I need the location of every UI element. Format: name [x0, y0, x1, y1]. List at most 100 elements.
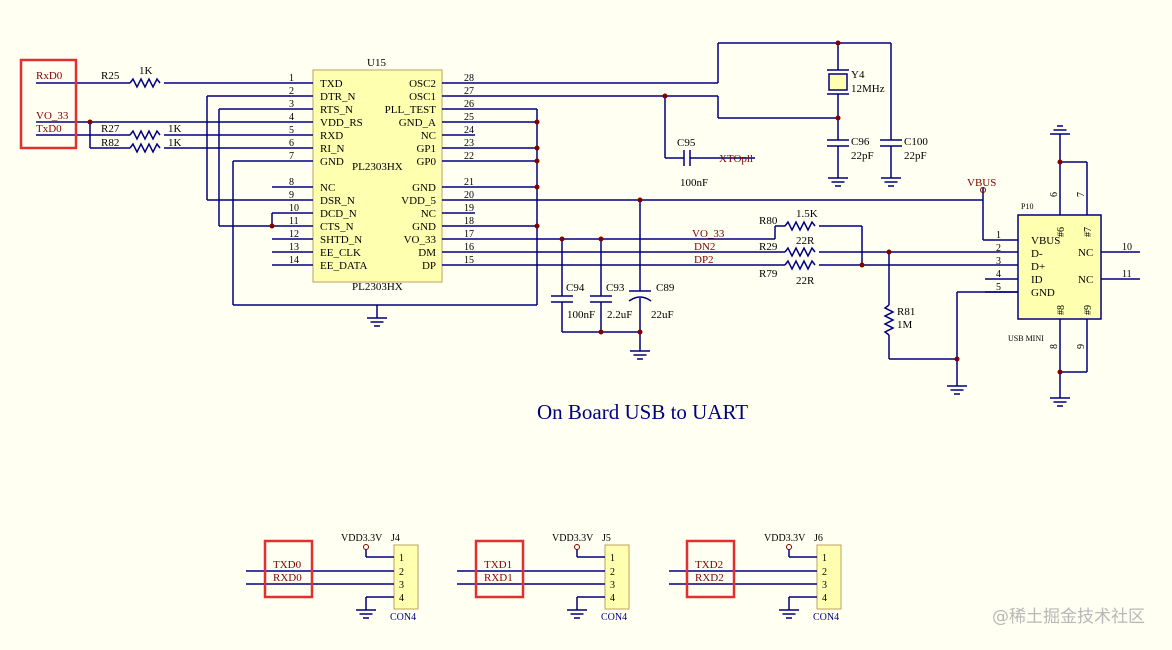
u15-pin-name: RXD [320, 130, 343, 142]
c89-ref: C89 [656, 282, 675, 294]
connector-pin-number: 4 [822, 593, 827, 604]
connector-pin-number: 4 [399, 593, 404, 604]
diagram-title: On Board USB to UART [537, 400, 748, 424]
connector-type: CON4 [813, 612, 839, 623]
u15-pin-name: GND [320, 156, 344, 168]
u15-pin-number: 20 [464, 190, 474, 201]
u15-pin-number: 7 [289, 151, 294, 162]
u15-pin-name: VO_33 [404, 234, 437, 246]
u15-pin-name: PLL_TEST [385, 104, 437, 116]
highlight-box [685, 539, 736, 599]
connector-pin-number: 3 [822, 580, 827, 591]
c100-ref: C100 [904, 136, 928, 148]
ground-icon [880, 171, 902, 187]
u15-pin-name: GP1 [416, 143, 436, 155]
u15-part-bottom: PL2303HX [352, 281, 403, 293]
r29-ref: R29 [759, 241, 778, 253]
usb-shield-6: 6 [1049, 192, 1060, 197]
p10-ref: P10 [1021, 202, 1033, 211]
usb-shield-7: 7 [1076, 192, 1087, 197]
r82-ref: R82 [101, 137, 119, 149]
connector-pin-number: 2 [610, 567, 615, 578]
net-txd0: TxD0 [36, 123, 62, 135]
u15-pin-name: GND [412, 221, 436, 233]
r80-ref: R80 [759, 215, 778, 227]
r79-value: 22R [796, 275, 815, 287]
left-wiring [36, 77, 537, 306]
usb-nc-11-num: 11 [1122, 269, 1132, 280]
connector-rx-net: RXD1 [484, 572, 513, 584]
u15-pin-number: 10 [289, 203, 299, 214]
usb-pin-name: VBUS [1031, 235, 1060, 247]
right-wiring [475, 42, 1018, 380]
u15-pin-name: RI_N [320, 143, 345, 155]
u15-pin-number: 5 [289, 125, 294, 136]
r29-value: 22R [796, 235, 815, 247]
highlight-box [474, 539, 525, 599]
u15-pin-number: 14 [289, 255, 299, 266]
net-rxd0: RxD0 [36, 70, 63, 82]
u15-pin-number: 6 [289, 138, 294, 149]
c100-value: 22pF [904, 150, 927, 162]
connector-pin-number: 3 [399, 580, 404, 591]
usb-pin-name: ID [1031, 274, 1043, 286]
c95-ref: C95 [677, 137, 696, 149]
u15-pin-name: DSR_N [320, 195, 355, 207]
u15-pin-number: 4 [289, 112, 294, 123]
ground-icon [366, 311, 388, 327]
u15-pin-name: OSC2 [409, 78, 436, 90]
usb-pin-name: GND [1031, 287, 1055, 299]
ground-icon [629, 344, 651, 360]
connector-rx-net: RXD0 [273, 572, 302, 584]
u15-pin-name: RTS_N [320, 104, 353, 116]
connector-tx-net: TXD2 [695, 559, 723, 571]
u15-pin-name: DP [422, 260, 436, 272]
u15-pin-name: DM [418, 247, 436, 259]
c94-value: 100nF [567, 309, 595, 321]
u15-pin-number: 19 [464, 203, 474, 214]
net-dp2: DP2 [694, 254, 714, 266]
u15-pin-number: 28 [464, 73, 474, 84]
u15-pin-name: DTR_N [320, 91, 356, 103]
ground-icon [778, 603, 800, 619]
net-xtopll: XTOpll [719, 153, 753, 165]
net-vo33-right: VO_33 [692, 228, 725, 240]
usb-pin-number: 1 [996, 230, 1001, 241]
left-junctions [87, 119, 275, 229]
r80-value: 1.5K [796, 208, 818, 220]
connector-vdd-label: VDD3.3V [552, 533, 594, 544]
u15-pin-number: 21 [464, 177, 474, 188]
connector-vdd-label: VDD3.3V [764, 533, 806, 544]
usb-nc-11-name: NC [1078, 274, 1093, 286]
ground-icon [827, 171, 849, 187]
u15-pin-number: 17 [464, 229, 474, 240]
connector-vdd-label: VDD3.3V [341, 533, 383, 544]
r25-value: 1K [139, 65, 153, 77]
r81-ref: R81 [897, 306, 915, 318]
vdd-port-icon [574, 544, 580, 550]
vdd-port-icon [363, 544, 369, 550]
connector-ref: J6 [814, 533, 823, 544]
u15-pin-name: DCD_N [320, 208, 357, 220]
connector-tx-net: TXD0 [273, 559, 302, 571]
usb-pin-number: 2 [996, 243, 1001, 254]
u15-pin-name: VDD_RS [320, 117, 363, 129]
y4-ref: Y4 [851, 69, 865, 81]
r81-value: 1M [897, 319, 913, 331]
ground-icon [355, 603, 377, 619]
usb-pin-number: 3 [996, 256, 1001, 267]
connector-pin-number: 3 [610, 580, 615, 591]
connector-type: CON4 [390, 612, 416, 623]
u15-pin-number: 1 [289, 73, 294, 84]
u15-pin-number: 9 [289, 190, 294, 201]
r25-ref: R25 [101, 70, 120, 82]
usb-shield-label-9: #9 [1083, 305, 1094, 315]
u15-pin-number: 25 [464, 112, 474, 123]
vdd-port-icon [786, 544, 792, 550]
u15-pin-name: TXD [320, 78, 343, 90]
c94-ref: C94 [566, 282, 585, 294]
